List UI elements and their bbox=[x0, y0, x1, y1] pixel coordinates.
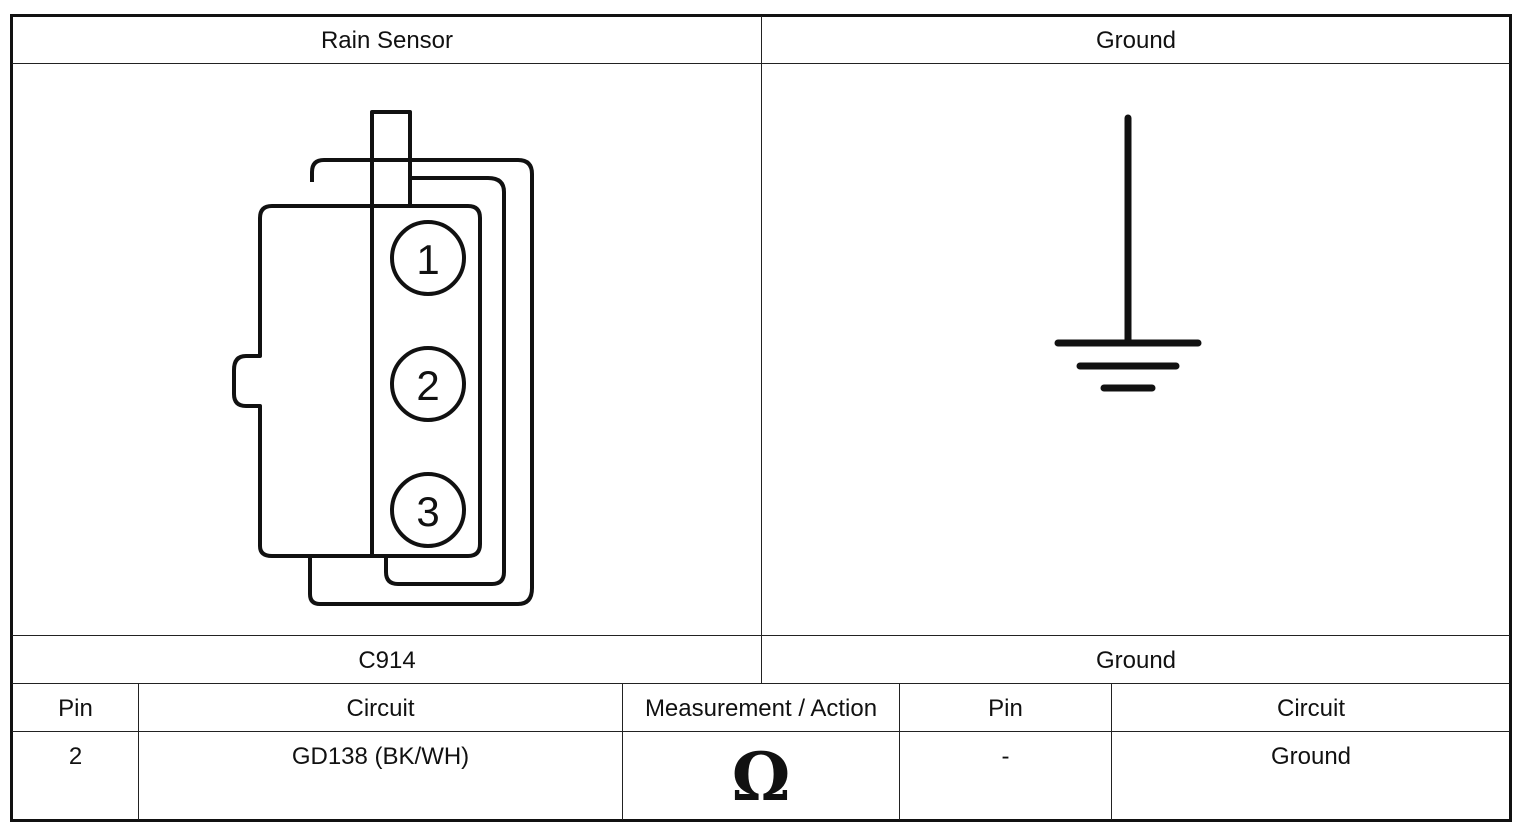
column-header-circuit: Circuit bbox=[346, 695, 415, 722]
column-header-pin-2: Pin bbox=[988, 695, 1023, 722]
connector-id-label: C914 bbox=[358, 647, 416, 674]
rain-sensor-title: Rain Sensor bbox=[320, 27, 454, 54]
pin-1-circle bbox=[390, 220, 466, 296]
column-header-measurement: Measurement / Action bbox=[644, 695, 878, 722]
diagram-frame bbox=[10, 14, 1512, 822]
connector-face-diagram: 1 2 3 bbox=[232, 110, 534, 606]
divider bbox=[12, 731, 1510, 732]
ohm-measurement-icon: Ω bbox=[731, 738, 791, 816]
column-header-pin: Pin bbox=[58, 695, 93, 722]
pin-3-label: 3 bbox=[416, 488, 439, 535]
row-circuit-2-value: Ground bbox=[1270, 743, 1352, 770]
divider bbox=[899, 684, 900, 820]
pin-2-circle bbox=[390, 346, 466, 422]
ground-title: Ground bbox=[1095, 27, 1177, 54]
divider bbox=[622, 684, 623, 820]
pin-2-label: 2 bbox=[416, 362, 439, 409]
divider bbox=[761, 16, 762, 684]
divider bbox=[138, 684, 139, 820]
divider bbox=[1111, 684, 1112, 820]
ground-label: Ground bbox=[1095, 647, 1177, 674]
pin-3-circle bbox=[390, 472, 466, 548]
column-header-circuit-2: Circuit bbox=[1276, 695, 1345, 722]
row-circuit-value: GD138 (BK/WH) bbox=[291, 743, 470, 770]
ground-symbol-icon bbox=[1054, 114, 1202, 392]
pin-1-label: 1 bbox=[416, 236, 439, 283]
row-pin-2-value: - bbox=[1001, 743, 1010, 770]
row-pin-value: 2 bbox=[68, 743, 83, 770]
